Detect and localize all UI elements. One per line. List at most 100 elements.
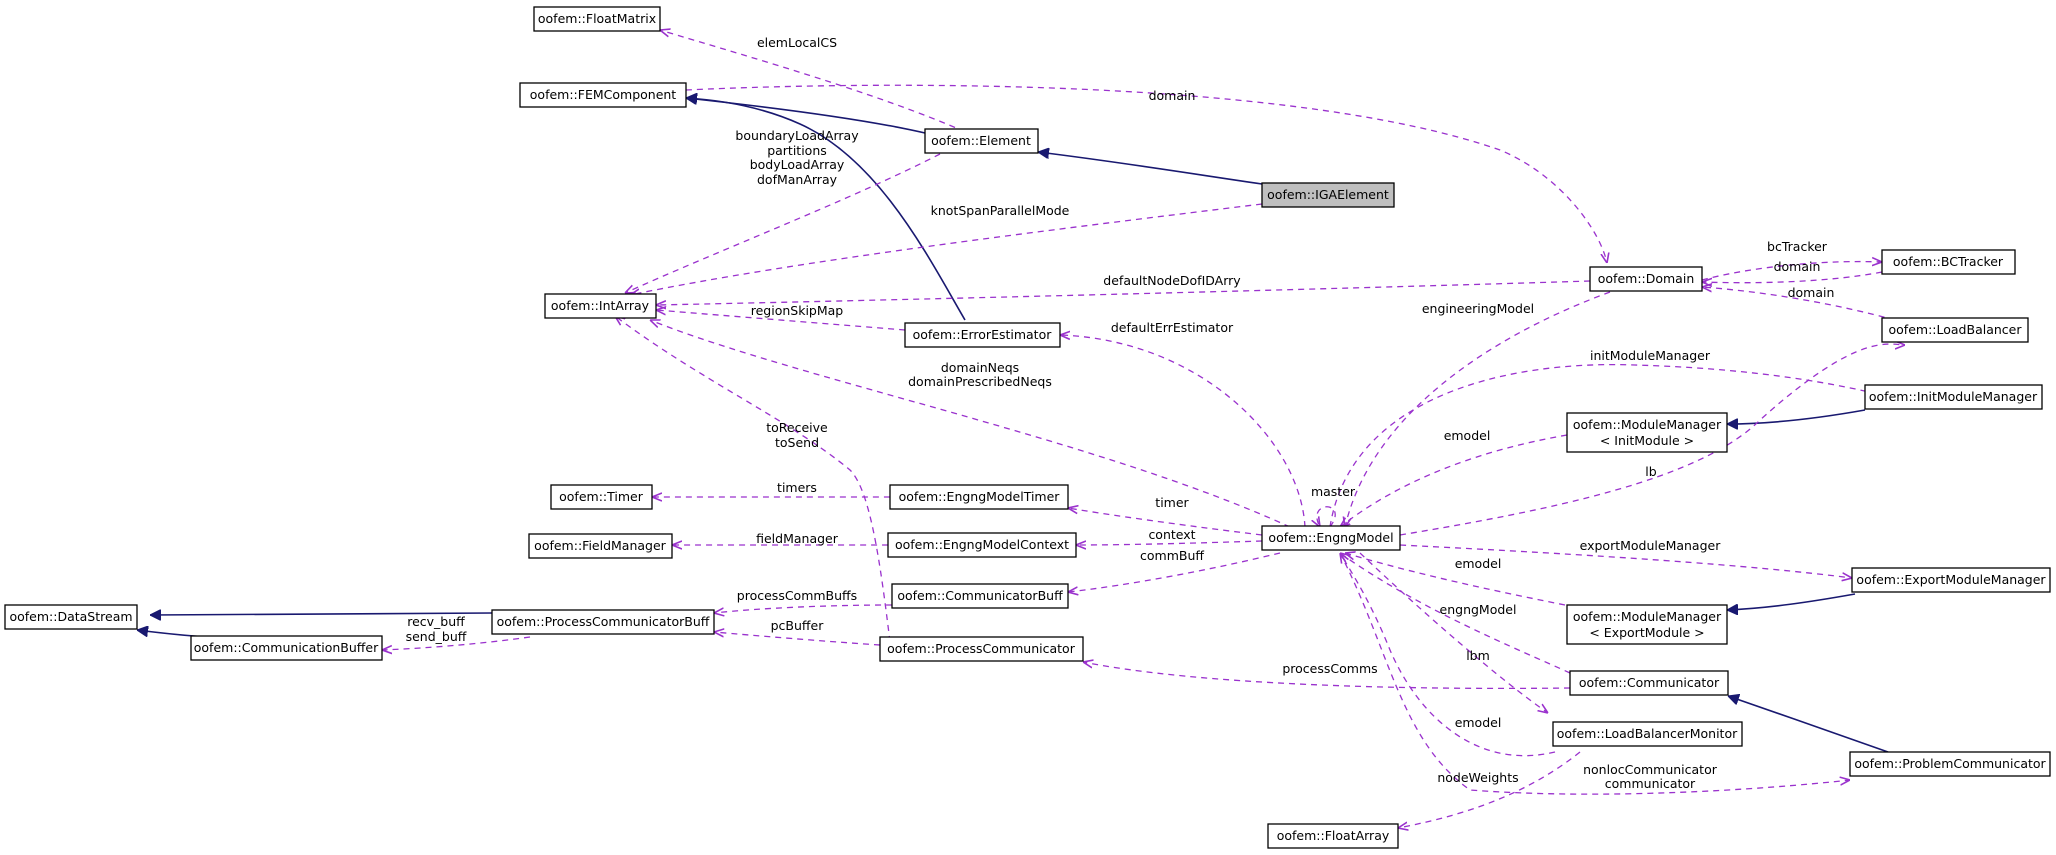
node-igaelement[interactable]: oofem::IGAElement bbox=[1261, 182, 1395, 208]
label-knotspanparallelmode: knotSpanParallelMode bbox=[931, 203, 1070, 218]
node-floatmatrix[interactable]: oofem::FloatMatrix bbox=[533, 6, 661, 32]
association-edges bbox=[382, 30, 1905, 828]
node-engngmodelcontext[interactable]: oofem::EngngModelContext bbox=[887, 532, 1077, 558]
edge-communicator-problem bbox=[1339, 552, 1850, 795]
edge-errorestimator-to-femcomponent bbox=[686, 98, 966, 321]
node-fieldmanager[interactable]: oofem::FieldManager bbox=[528, 533, 673, 559]
label-timers: timers bbox=[777, 480, 817, 495]
node-domain-label: oofem::Domain bbox=[1598, 271, 1695, 286]
edge-context bbox=[1076, 541, 1263, 545]
edge-knotspan bbox=[630, 203, 1263, 295]
node-loadbalancer-label: oofem::LoadBalancer bbox=[1889, 322, 2023, 337]
label-nodeweights: nodeWeights bbox=[1437, 770, 1518, 785]
label-lbm: lbm bbox=[1466, 648, 1490, 663]
edge-processcommbuffs bbox=[714, 604, 893, 613]
edge-initmm-to-modulemanager-init bbox=[1727, 409, 1866, 424]
edge-exportmm-to-modulemanager-export bbox=[1727, 593, 1856, 610]
edge-pcbuffer bbox=[714, 632, 881, 646]
label-timer: timer bbox=[1155, 495, 1189, 510]
node-problemcommunicator[interactable]: oofem::ProblemCommunicator bbox=[1849, 751, 2051, 777]
edge-processcomms bbox=[1083, 662, 1571, 690]
label-fieldmanager: fieldManager bbox=[756, 531, 839, 546]
node-communicationbuffer-label: oofem::CommunicationBuffer bbox=[194, 640, 379, 655]
label-context: context bbox=[1148, 527, 1195, 542]
edge-problemcomm-to-communicator bbox=[1728, 696, 1889, 753]
node-modulemanager-exportmodule[interactable]: oofem::ModuleManager < ExportModule > bbox=[1566, 604, 1728, 645]
edge-defaultnodedof bbox=[656, 280, 1591, 305]
node-engngmodeltimer[interactable]: oofem::EngngModelTimer bbox=[889, 484, 1069, 510]
edge-emodel-export bbox=[1345, 553, 1566, 606]
label-partitions: partitions bbox=[767, 143, 827, 158]
node-modulemanager-initmodule[interactable]: oofem::ModuleManager < InitModule > bbox=[1566, 412, 1728, 453]
node-processcommunicator[interactable]: oofem::ProcessCommunicator bbox=[879, 636, 1084, 662]
node-communicationbuffer[interactable]: oofem::CommunicationBuffer bbox=[190, 635, 383, 661]
label-emodel-lbm: emodel bbox=[1455, 715, 1502, 730]
edge-bctracker-domain bbox=[1701, 262, 1882, 281]
label-nonloccommunicator: nonlocCommunicator bbox=[1583, 762, 1718, 777]
label-master: master bbox=[1311, 484, 1356, 499]
label-send-buff: send_buff bbox=[406, 629, 467, 644]
node-communicatorbuff-label: oofem::CommunicatorBuff bbox=[897, 588, 1063, 603]
node-intarray[interactable]: oofem::IntArray bbox=[544, 293, 657, 319]
node-modulemanager-initmodule-label-1: oofem::ModuleManager bbox=[1573, 417, 1722, 432]
node-loadbalancermonitor-label: oofem::LoadBalancerMonitor bbox=[1557, 726, 1738, 741]
edge-domain-bctracker bbox=[1702, 271, 1883, 283]
node-errorestimator[interactable]: oofem::ErrorEstimator bbox=[904, 322, 1061, 348]
node-domain[interactable]: oofem::Domain bbox=[1589, 266, 1703, 292]
edge-lbm bbox=[1359, 552, 1548, 713]
label-engngmodel: engngModel bbox=[1440, 602, 1517, 617]
node-exportmodulemanager-label: oofem::ExportModuleManager bbox=[1856, 572, 2046, 587]
label-processcomms: processComms bbox=[1282, 661, 1377, 676]
node-processcommunicatorbuff[interactable]: oofem::ProcessCommunicatorBuff bbox=[491, 609, 715, 635]
edge-defaulterrestimator bbox=[1060, 335, 1306, 528]
edge-tosend bbox=[615, 316, 891, 643]
edge-labels: elemLocalCS domain boundaryLoadArray par… bbox=[406, 35, 1835, 791]
edge-exportmodulemanager bbox=[1399, 544, 1852, 578]
label-defaultnodedofidarry: defaultNodeDofIDArry bbox=[1103, 273, 1241, 288]
node-loadbalancermonitor[interactable]: oofem::LoadBalancerMonitor bbox=[1552, 721, 1743, 747]
label-bodyloadarray: bodyLoadArray bbox=[750, 157, 845, 172]
node-modulemanager-exportmodule-label-2: < ExportModule > bbox=[1589, 625, 1704, 640]
node-modulemanager-exportmodule-label-1: oofem::ModuleManager bbox=[1573, 609, 1722, 624]
label-engineeringmodel: engineeringModel bbox=[1422, 301, 1534, 316]
label-regionskipmap: regionSkipMap bbox=[751, 303, 844, 318]
edge-engngmodel bbox=[1340, 553, 1571, 674]
node-processcommunicatorbuff-label: oofem::ProcessCommunicatorBuff bbox=[497, 614, 710, 629]
node-datastream[interactable]: oofem::DataStream bbox=[4, 604, 138, 630]
node-engngmodel-label: oofem::EngngModel bbox=[1268, 530, 1393, 545]
node-exportmodulemanager[interactable]: oofem::ExportModuleManager bbox=[1851, 567, 2051, 593]
node-initmodulemanager[interactable]: oofem::InitModuleManager bbox=[1864, 384, 2043, 410]
nodes: oofem::FloatMatrix oofem::FEMComponent o… bbox=[4, 6, 2051, 849]
node-communicator-label: oofem::Communicator bbox=[1579, 675, 1720, 690]
label-communicator: communicator bbox=[1605, 776, 1696, 791]
node-engngmodelcontext-label: oofem::EngngModelContext bbox=[895, 537, 1069, 552]
node-floatarray[interactable]: oofem::FloatArray bbox=[1267, 823, 1399, 849]
edge-elemlocalcs bbox=[660, 30, 986, 142]
node-modulemanager-initmodule-label-2: < InitModule > bbox=[1600, 433, 1694, 448]
label-domainprescribedneqs: domainPrescribedNeqs bbox=[908, 374, 1052, 389]
node-bctracker-label: oofem::BCTracker bbox=[1893, 254, 2004, 269]
edge-nodeweights bbox=[1398, 751, 1581, 828]
label-bctracker: bcTracker bbox=[1767, 239, 1828, 254]
node-communicatorbuff[interactable]: oofem::CommunicatorBuff bbox=[891, 583, 1069, 609]
node-timer[interactable]: oofem::Timer bbox=[550, 484, 653, 510]
node-loadbalancer[interactable]: oofem::LoadBalancer bbox=[1881, 317, 2029, 343]
label-toreceive: toReceive bbox=[766, 420, 828, 435]
edge-regionskipmap bbox=[656, 310, 906, 331]
node-engngmodel[interactable]: oofem::EngngModel bbox=[1261, 525, 1401, 551]
node-communicator[interactable]: oofem::Communicator bbox=[1569, 670, 1729, 696]
node-timer-label: oofem::Timer bbox=[559, 489, 644, 504]
node-bctracker[interactable]: oofem::BCTracker bbox=[1881, 249, 2016, 275]
edge-timer bbox=[1068, 508, 1263, 536]
node-femcomponent[interactable]: oofem::FEMComponent bbox=[519, 82, 687, 108]
node-intarray-label: oofem::IntArray bbox=[551, 298, 650, 313]
node-floatmatrix-label: oofem::FloatMatrix bbox=[538, 11, 656, 26]
label-domain-bc: domain bbox=[1774, 259, 1821, 274]
label-defaulterrestimator: defaultErrEstimator bbox=[1111, 320, 1234, 335]
node-processcommunicator-label: oofem::ProcessCommunicator bbox=[887, 641, 1076, 656]
node-element[interactable]: oofem::Element bbox=[924, 128, 1039, 154]
node-errorestimator-label: oofem::ErrorEstimator bbox=[913, 327, 1053, 342]
node-femcomponent-label: oofem::FEMComponent bbox=[530, 87, 677, 102]
label-domainneqs: domainNeqs bbox=[941, 360, 1019, 375]
